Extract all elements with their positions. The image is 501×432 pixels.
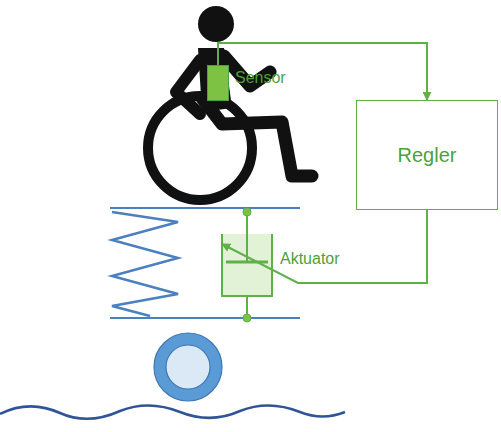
signal-line — [222, 210, 427, 283]
road-surface — [0, 405, 345, 418]
spring — [112, 212, 178, 316]
wheelchair-user — [148, 6, 312, 200]
controller-label: Regler — [398, 144, 457, 167]
wheel-rim — [154, 333, 222, 401]
wheel-rim — [166, 345, 210, 389]
sensor-box: Sensor — [207, 65, 229, 101]
upper-plate — [110, 207, 300, 209]
wheel — [160, 339, 216, 395]
signal-line — [218, 43, 427, 100]
lower-plate — [110, 317, 300, 319]
part-label: Sensor — [235, 69, 286, 87]
part-label: Aktuator — [280, 250, 340, 268]
actuator-box: Aktuator — [222, 234, 272, 296]
controller-box: Regler — [356, 100, 498, 210]
